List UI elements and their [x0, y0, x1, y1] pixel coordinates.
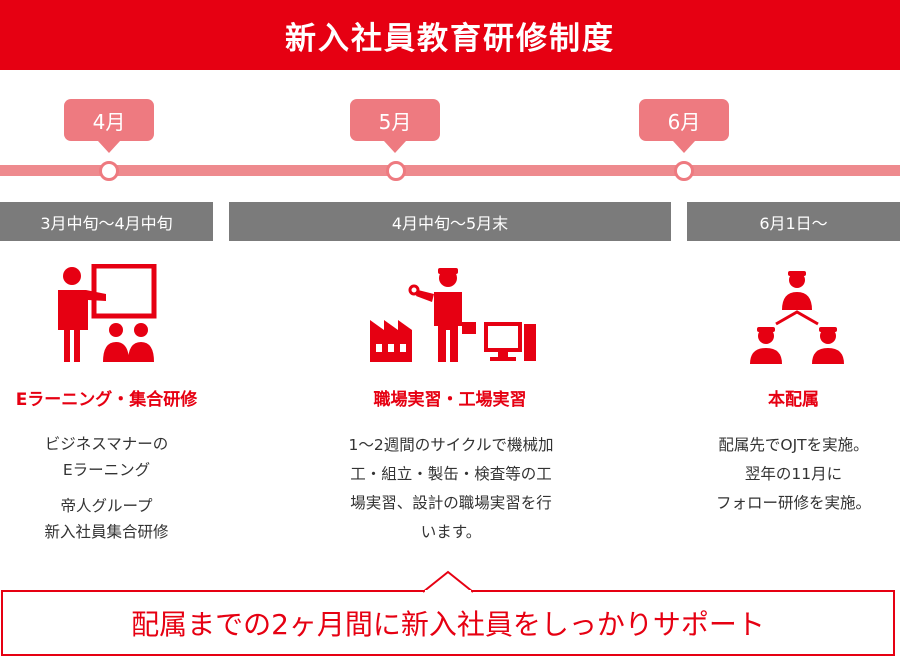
timeline-bar	[0, 165, 900, 176]
description-line: Eラーニング	[62, 461, 151, 479]
team-hierarchy-icon	[750, 271, 844, 364]
month-label: 6月	[667, 109, 701, 134]
column-title-workplace-training: 職場実習・工場実習	[373, 390, 527, 410]
month-bubble-april: 4月	[64, 99, 154, 153]
month-label: 4月	[92, 109, 126, 134]
description-line: 工・組立・製缶・検査等の工	[350, 465, 552, 483]
support-callout-text: 配属までの2ヶ月間に新入社員をしっかりサポート	[131, 608, 765, 641]
page-title-banner: 新入社員教育研修制度	[0, 0, 900, 70]
description-line: 帝人グループ	[60, 497, 153, 515]
presentation-training-icon	[58, 264, 157, 362]
period-bar-1: 3月中旬〜4月中旬	[0, 202, 213, 241]
period-label: 3月中旬〜4月中旬	[40, 213, 173, 233]
description-line: フォロー研修を実施。	[715, 494, 871, 512]
description-line: 配属先でOJTを実施。	[718, 436, 869, 454]
page-title: 新入社員教育研修制度	[285, 20, 615, 57]
month-label: 5月	[378, 109, 412, 134]
factory-worker-icon	[370, 268, 536, 362]
description-line: 翌年の11月に	[744, 465, 843, 483]
description-line: 場実習、設計の職場実習を行	[350, 494, 552, 512]
description-line: います。	[420, 523, 482, 541]
description-line: 新入社員集合研修	[44, 523, 169, 541]
column-title-elearning: Eラーニング・集合研修	[15, 390, 198, 410]
support-callout-box: 配属までの2ヶ月間に新入社員をしっかりサポート	[1, 590, 895, 656]
description-line: 1〜2週間のサイクルで機械加	[348, 436, 554, 454]
timeline-marker-june	[674, 161, 694, 181]
period-bar-2: 4月中旬〜5月末	[229, 202, 671, 241]
callout-pointer	[423, 570, 473, 594]
column-description-assignment: 配属先でOJTを実施。 翌年の11月に フォロー研修を実施。	[687, 431, 900, 518]
column-description-workplace-training: 1〜2週間のサイクルで機械加 工・組立・製缶・検査等の工 場実習、設計の職場実習…	[330, 431, 572, 547]
period-label: 6月1日〜	[759, 213, 828, 233]
description-line: ビジネスマナーの	[44, 435, 169, 453]
month-bubble-june: 6月	[639, 99, 729, 153]
period-label: 4月中旬〜5月末	[391, 213, 509, 233]
month-bubble-may: 5月	[350, 99, 440, 153]
column-description-elearning: ビジネスマナーの Eラーニング 帝人グループ 新入社員集合研修	[0, 431, 213, 545]
period-bar-3: 6月1日〜	[687, 202, 900, 241]
timeline-marker-may	[386, 161, 406, 181]
timeline-marker-april	[99, 161, 119, 181]
column-title-assignment: 本配属	[768, 390, 819, 410]
